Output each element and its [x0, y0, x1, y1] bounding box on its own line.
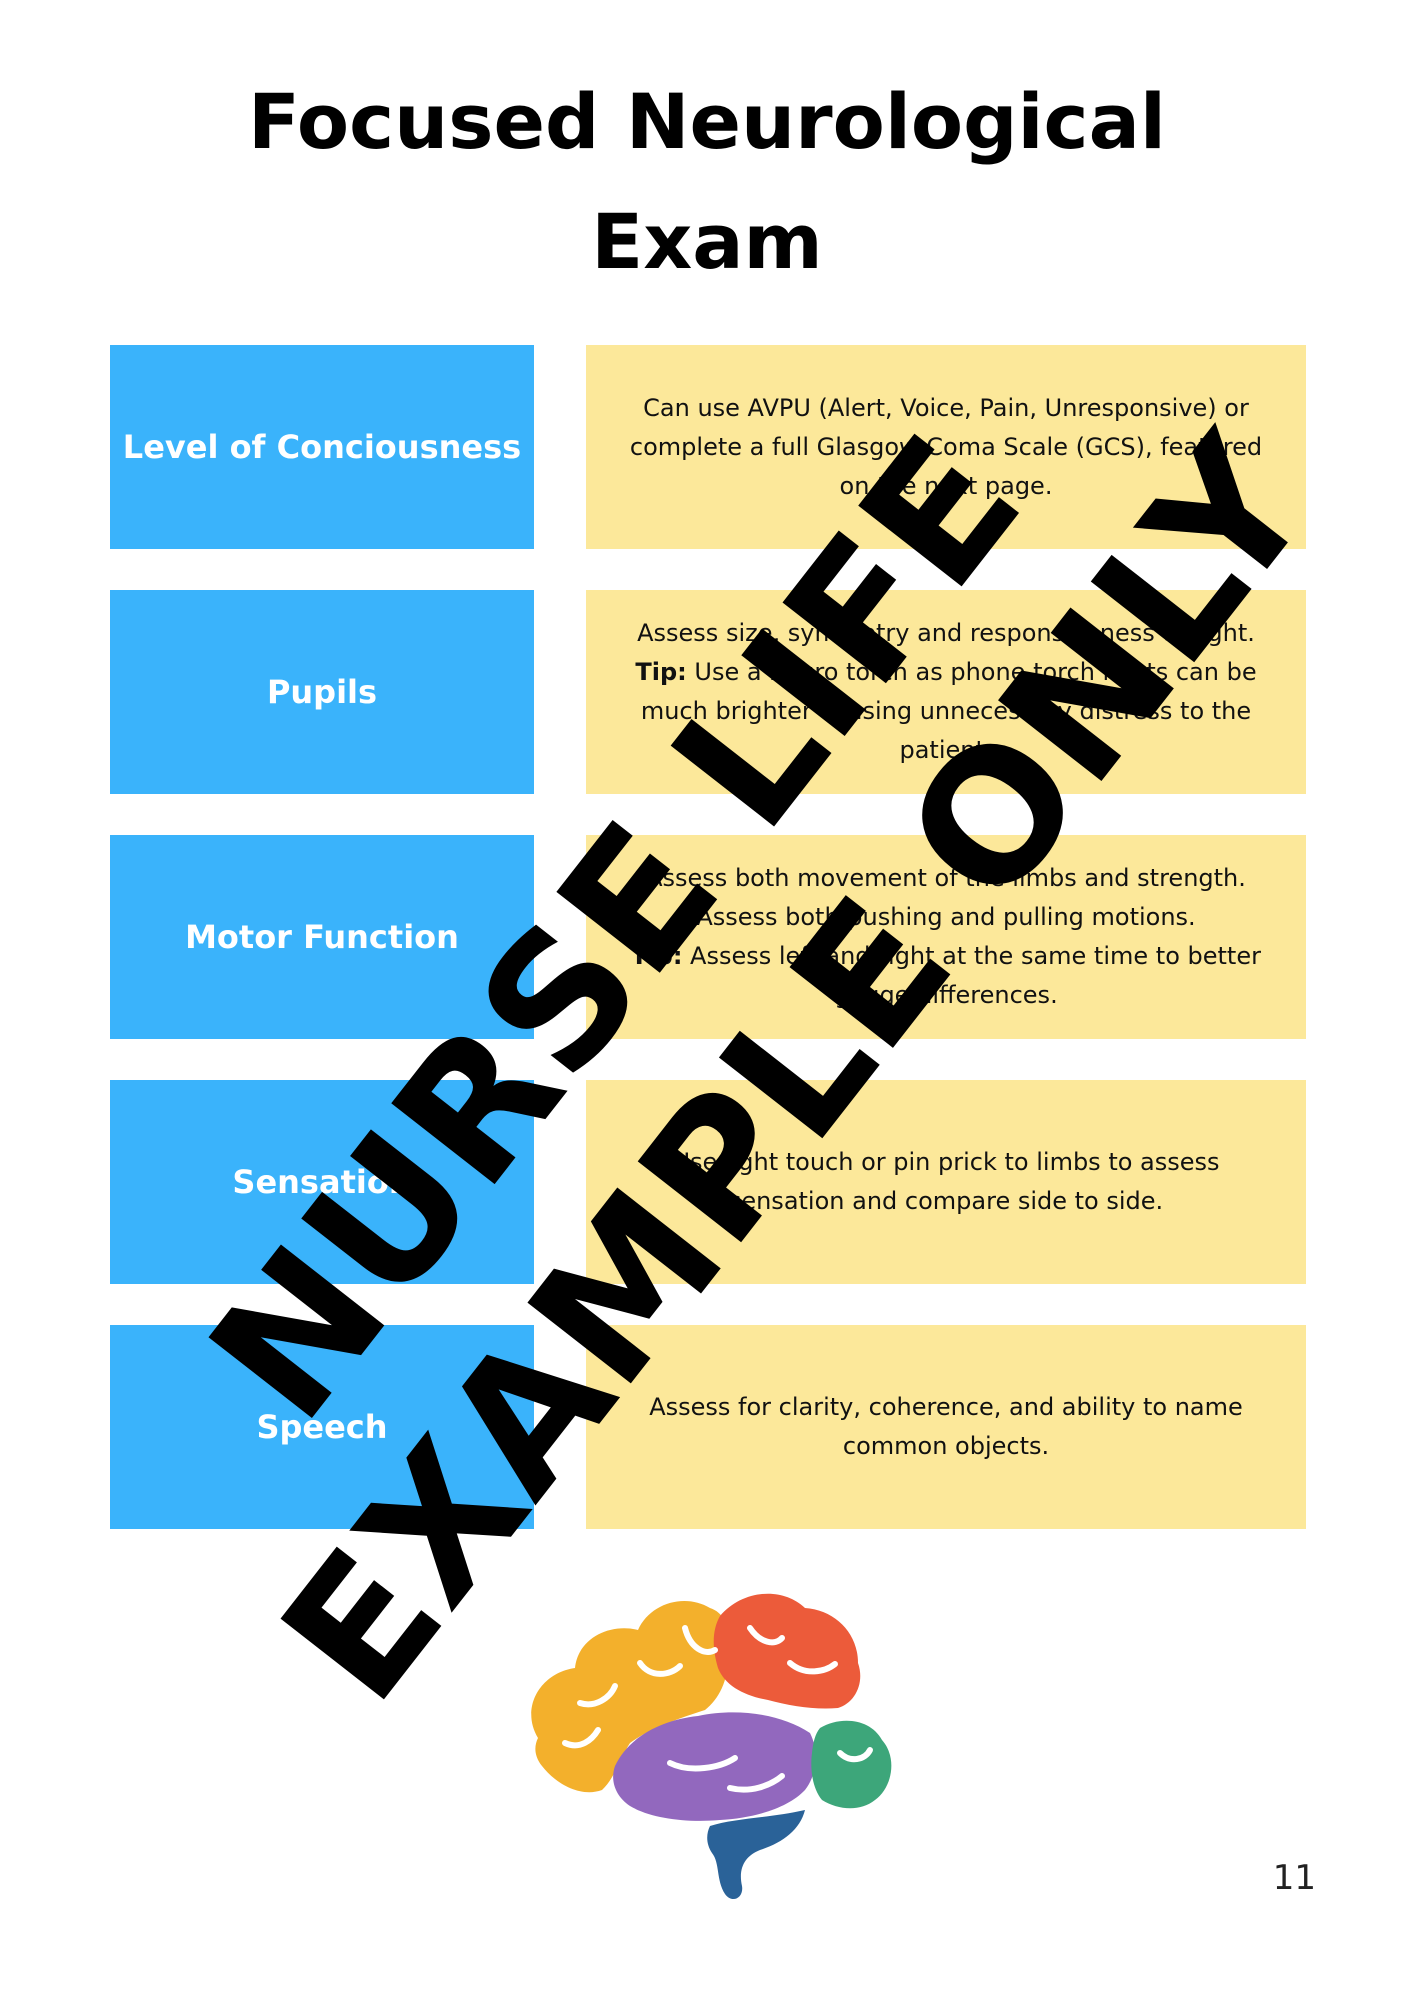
description-line: much brighter causing unnecessary distre… — [640, 697, 1252, 725]
tip-text: Assess left and right at the same time t… — [682, 942, 1261, 970]
description-line: Assess size, symmetry and responsiveness… — [637, 619, 1255, 647]
row-label: Level of Conciousness — [110, 345, 534, 549]
page-title: Focused Neurological Exam — [0, 62, 1414, 302]
row-description: Assess both movement of the limbs and st… — [586, 835, 1306, 1039]
exam-row-pupils: Pupils Assess size, symmetry and respons… — [110, 590, 1306, 794]
row-description: Assess for clarity, coherence, and abili… — [586, 1325, 1306, 1529]
row-label: Sensation — [110, 1080, 534, 1284]
row-label-text: Speech — [256, 1408, 388, 1446]
row-label: Pupils — [110, 590, 534, 794]
exam-row-motor: Motor Function Assess both movement of t… — [110, 835, 1306, 1039]
page-title-line-1: Focused Neurological — [248, 77, 1166, 166]
tip-label: Tip: — [635, 658, 687, 686]
tip-line: Tip: Assess left and right at the same t… — [631, 937, 1261, 976]
description-line: sensation and compare side to side. — [728, 1187, 1164, 1215]
exam-row-consciousness: Level of Conciousness Can use AVPU (Aler… — [110, 345, 1306, 549]
tip-text: Use a neuro torch as phone torch lights … — [686, 658, 1257, 686]
description-line: Can use AVPU (Alert, Voice, Pain, Unresp… — [643, 393, 1249, 422]
row-description: Use light touch or pin prick to limbs to… — [586, 1080, 1306, 1284]
brain-stem — [707, 1810, 805, 1900]
row-label-text: Motor Function — [185, 918, 459, 956]
brain-icon — [531, 1593, 892, 1900]
description-line: Assess both movement of the limbs and st… — [646, 864, 1246, 892]
tip-line: Tip: Use a neuro torch as phone torch li… — [635, 653, 1256, 692]
description-line: gauge differences. — [834, 981, 1058, 1009]
row-label-text: Pupils — [266, 673, 378, 711]
page-title-line-2: Exam — [591, 197, 823, 286]
brain-parietal-lobe — [713, 1593, 861, 1709]
row-description: Assess size, symmetry and responsiveness… — [586, 590, 1306, 794]
description-line: common objects. — [842, 1432, 1050, 1460]
row-label-text: Sensation — [232, 1163, 412, 1201]
description-line: patient. — [899, 736, 993, 764]
row-label-text: Level of Conciousness — [122, 428, 522, 466]
row-description: Can use AVPU (Alert, Voice, Pain, Unresp… — [586, 345, 1306, 549]
brain-occipital-lobe — [811, 1720, 892, 1809]
tip-label: Tip: — [631, 942, 683, 970]
description-line: Use light touch or pin prick to limbs to… — [672, 1148, 1220, 1176]
exam-row-sensation: Sensation Use light touch or pin prick t… — [110, 1080, 1306, 1284]
description-line: complete a full Glasgow Coma Scale (GCS)… — [629, 432, 1263, 461]
page-number: 11 — [1272, 1858, 1316, 1898]
row-label: Motor Function — [110, 835, 534, 1039]
exam-row-speech: Speech Assess for clarity, coherence, an… — [110, 1325, 1306, 1529]
description-line: Assess for clarity, coherence, and abili… — [649, 1393, 1243, 1421]
row-label: Speech — [110, 1325, 534, 1529]
description-line: Assess both pushing and pulling motions. — [696, 903, 1196, 931]
description-line: on the next page. — [839, 471, 1053, 500]
